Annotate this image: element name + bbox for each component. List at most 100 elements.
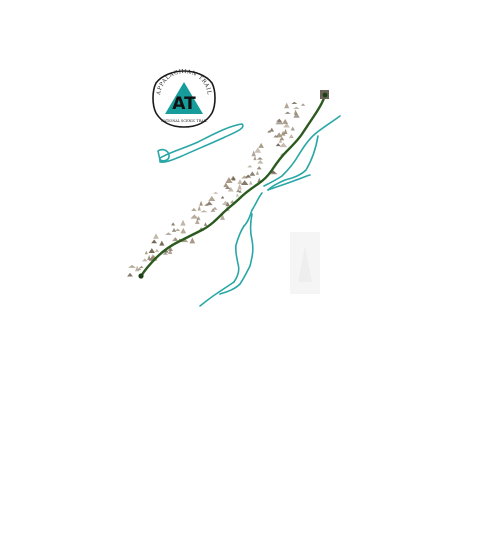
mountain-ridge-mark: [241, 175, 248, 179]
bay-chesapeake: [219, 213, 254, 295]
mountain-ridge-mark: [237, 183, 242, 190]
mountain-ridge-mark: [142, 258, 148, 262]
mountain-ridge-mark: [283, 128, 288, 134]
faded-watermark: [290, 232, 320, 294]
mountain-ridge-mark: [168, 248, 173, 254]
mountain-ridge-mark: [267, 129, 272, 133]
mountain-ridge-mark: [213, 191, 219, 194]
mountain-ridge-mark: [204, 203, 209, 206]
mountain-ridge-mark: [238, 189, 242, 193]
mountain-ridge-mark: [247, 165, 253, 168]
mountain-ridge-mark: [220, 214, 225, 220]
mountain-ridge-mark: [284, 111, 291, 114]
coast-new-jersey: [243, 192, 263, 227]
mountain-ridge-mark: [284, 102, 290, 109]
mountain-ridge-mark: [275, 118, 284, 125]
mountain-ridge-mark: [139, 265, 144, 268]
mountain-ridge-mark: [293, 106, 300, 110]
mountain-ridge-mark: [195, 218, 200, 224]
mountain-ridge-mark: [255, 170, 259, 175]
mountain-ridge-mark: [225, 177, 233, 184]
mountain-ridge-mark: [180, 219, 186, 226]
mountain-ridge-mark: [258, 142, 264, 148]
river-hudson: [267, 135, 319, 191]
mountain-ridge-mark: [245, 174, 252, 178]
mountain-ridge-mark: [189, 237, 196, 244]
mountain-ridge-mark: [203, 222, 208, 226]
mountain-ridge-mark: [236, 189, 241, 193]
logo-emblem-letters: AT: [172, 94, 196, 114]
mountain-ridge-mark: [164, 232, 172, 235]
mountain-ridge-mark: [249, 171, 256, 176]
river-north: [263, 115, 341, 187]
lake-small: [157, 148, 170, 162]
mountain-ridge-mark: [257, 160, 264, 164]
mountain-ridge-mark: [254, 147, 262, 153]
trail-end-marker: [320, 90, 329, 99]
mountain-ridge-mark: [151, 239, 158, 244]
mountain-ridge-mark: [180, 227, 187, 234]
mountain-ridge-mark: [256, 157, 263, 160]
lake-outline: [159, 123, 244, 163]
mountain-ridge-mark: [275, 132, 283, 138]
mountain-ridge-mark: [251, 150, 256, 157]
mountain-ridge-mark: [300, 103, 306, 106]
mountain-ridge-mark: [171, 222, 176, 226]
mountain-ridge-mark: [227, 186, 234, 192]
appalachian-trail-logo: AT APPALACHIAN TRAIL NATIONAL SCENIC TRA…: [152, 69, 216, 128]
mountain-ridge-mark: [212, 206, 218, 210]
mountain-ridge-mark: [248, 180, 253, 185]
mountain-ridge-mark: [253, 155, 257, 161]
mountain-ridge-mark: [171, 227, 177, 232]
mountain-ridge-mark: [256, 166, 262, 170]
mountain-ridge-mark: [200, 210, 208, 213]
mountain-ridge-mark: [231, 176, 236, 181]
logo-teal-triangle: [165, 82, 203, 114]
water-features: [157, 115, 341, 307]
mountain-ridge-mark: [291, 101, 298, 104]
mountain-ridge-mark: [223, 182, 229, 188]
mountain-ridge-mark: [240, 180, 249, 185]
mountain-ridge-mark: [288, 134, 294, 139]
trail-start-marker: [138, 273, 144, 279]
coast-south: [199, 281, 235, 307]
mountain-ridge-mark: [205, 201, 213, 206]
mountain-ridge-mark: [290, 126, 295, 131]
mountain-ridge-mark: [190, 214, 199, 219]
mountain-ridge-mark: [162, 252, 169, 255]
mountain-ridge-mark: [191, 207, 197, 211]
mountain-ridge-mark: [225, 185, 231, 190]
mountain-ridge-mark: [220, 195, 225, 199]
mountain-ridge-mark: [127, 272, 133, 277]
mountain-ridge-mark: [137, 267, 142, 271]
mountain-ridge-mark: [159, 240, 165, 246]
mountain-ridge-mark: [293, 109, 298, 115]
mountain-ridge-mark: [147, 254, 151, 261]
mountain-ridge-mark: [172, 237, 179, 242]
mountain-ridge-mark: [278, 137, 283, 143]
mountain-ridge-mark: [199, 200, 203, 206]
mountain-ridge-mark: [135, 265, 140, 272]
mountain-ridge-mark: [235, 193, 239, 197]
mountain-ridge-mark: [282, 118, 289, 124]
mountain-ridge-mark: [237, 179, 243, 184]
mountain-ridge-mark: [144, 250, 148, 255]
river-delaware: [233, 225, 245, 283]
appalachian-trail-route: [139, 96, 326, 278]
mountain-ridge-mark: [148, 248, 156, 254]
mountain-ridge-mark: [153, 233, 159, 239]
mountain-ridge-mark: [180, 238, 189, 243]
coast-long-island: [267, 174, 311, 191]
mountain-ridge-mark: [273, 134, 279, 138]
mountain-ridge-mark: [269, 127, 275, 132]
mountain-ridge-mark: [175, 228, 181, 231]
mountain-ridge-mark: [280, 130, 286, 136]
mountain-ridge-mark: [222, 200, 230, 206]
mountain-ridge-mark: [197, 205, 201, 211]
mountain-relief: [127, 101, 306, 277]
mountain-ridge-mark: [283, 122, 290, 128]
mountain-ridge-mark: [210, 208, 216, 212]
mountain-ridge-mark: [279, 142, 288, 148]
mountain-ridge-mark: [128, 264, 136, 268]
